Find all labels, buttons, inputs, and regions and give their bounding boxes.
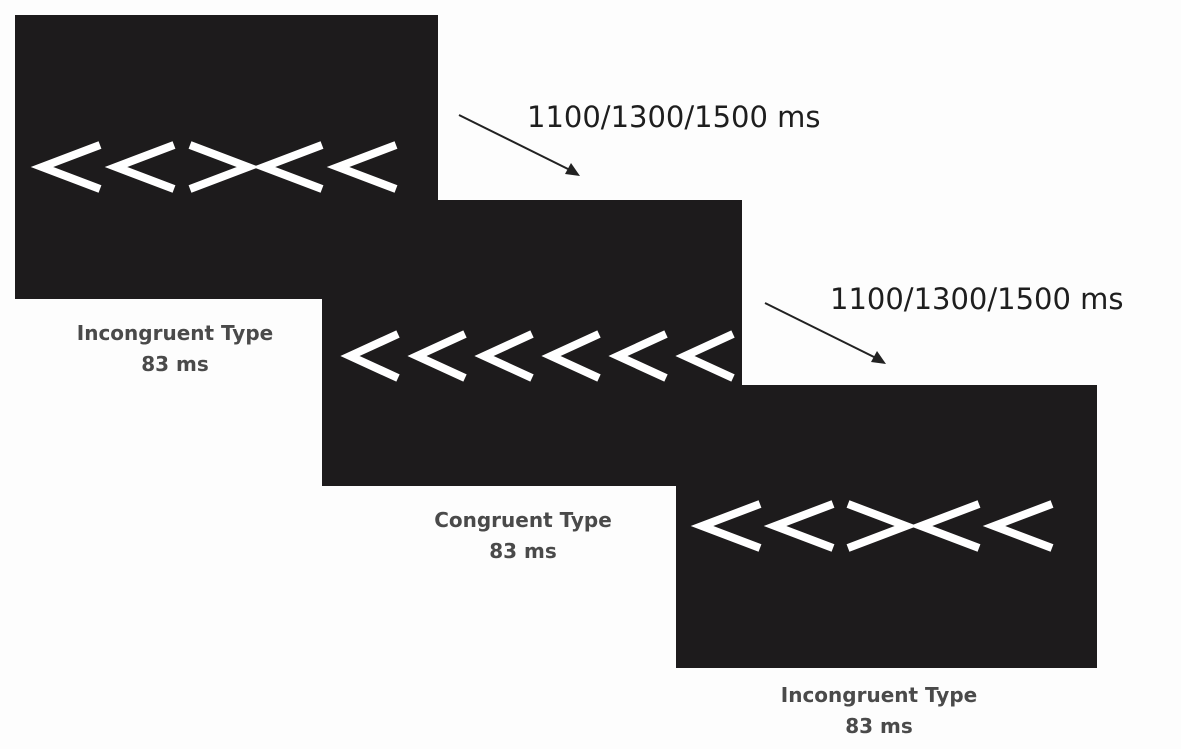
- left-chevron-icon: [982, 500, 1054, 552]
- caption-duration-2: 83 ms: [489, 539, 557, 563]
- interval-label-2: 1100/1300/1500 ms: [830, 285, 1124, 314]
- right-chevron-icon: [188, 141, 260, 193]
- left-chevron-icon: [541, 330, 601, 382]
- caption-frame-3: Incongruent Type 83 ms: [744, 680, 1014, 742]
- stimulus-screen-2: [322, 200, 742, 486]
- caption-frame-2: Congruent Type 83 ms: [388, 505, 658, 567]
- left-chevron-icon: [407, 330, 467, 382]
- interval-label-1: 1100/1300/1500 ms: [527, 100, 821, 134]
- left-chevron-icon: [326, 141, 398, 193]
- stimulus-screen-3: [676, 385, 1097, 668]
- left-chevron-icon: [690, 500, 762, 552]
- caption-type-2: Congruent Type: [434, 508, 612, 532]
- left-chevron-icon: [104, 141, 176, 193]
- left-chevron-icon: [252, 141, 324, 193]
- stimulus-arrows-3: [690, 500, 1054, 552]
- left-chevron-icon: [340, 330, 400, 382]
- stimulus-arrows-1: [30, 141, 398, 193]
- stimulus-arrows-2: [340, 330, 735, 382]
- caption-frame-1: Incongruent Type 83 ms: [40, 318, 310, 380]
- left-chevron-icon: [608, 330, 668, 382]
- caption-duration-1: 83 ms: [141, 352, 209, 376]
- right-chevron-icon: [846, 500, 918, 552]
- left-chevron-icon: [909, 500, 981, 552]
- left-chevron-icon: [675, 330, 735, 382]
- left-chevron-icon: [763, 500, 835, 552]
- left-chevron-icon: [474, 330, 534, 382]
- caption-duration-3: 83 ms: [845, 714, 913, 738]
- stimulus-screen-1: [15, 15, 438, 299]
- left-chevron-icon: [30, 141, 102, 193]
- caption-type-3: Incongruent Type: [780, 683, 978, 707]
- caption-type-1: Incongruent Type: [76, 321, 274, 345]
